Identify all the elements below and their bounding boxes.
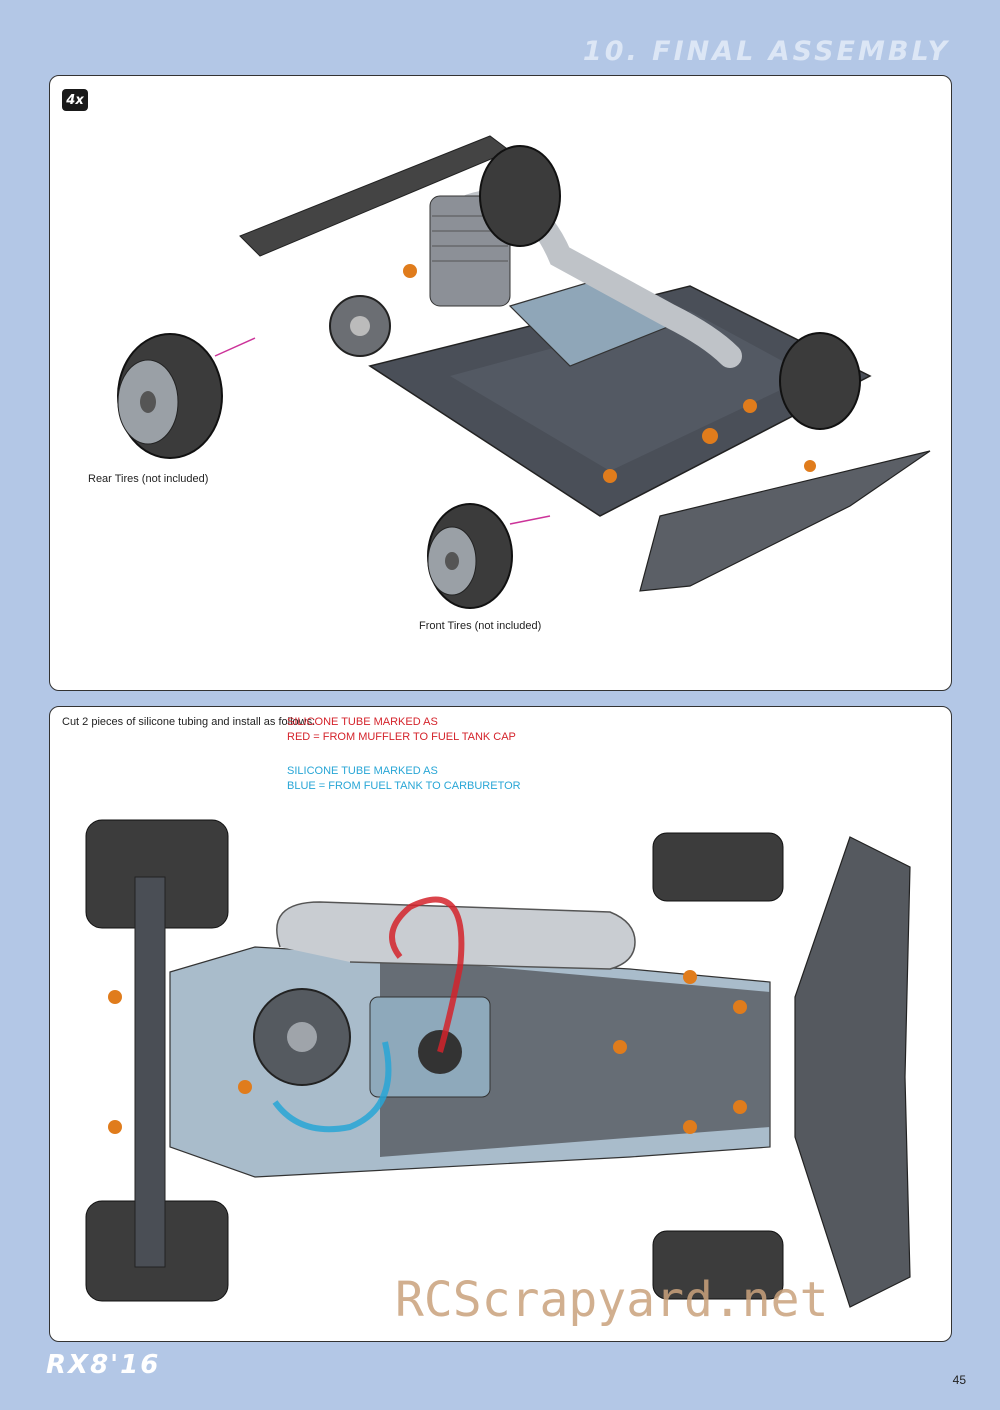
rear-wing <box>134 876 166 1268</box>
red-tube-line-2: RED = FROM MUFFLER TO FUEL TANK CAP <box>287 731 516 743</box>
front-tires-label: Front Tires (not included) <box>419 620 542 632</box>
front-left-tire <box>427 503 513 609</box>
quantity-badge: 4x <box>62 89 88 111</box>
assembly-panel: 4x <box>49 75 952 691</box>
front-right-tire <box>779 332 861 430</box>
blue-tube-line-2: BLUE = FROM FUEL TANK TO CARBURETOR <box>287 780 521 792</box>
blue-silicone-tube <box>272 1041 392 1133</box>
rear-right-tire <box>479 145 561 247</box>
rx8-16-logo: RX8'16 <box>46 1350 161 1380</box>
blue-tube-line-1: SILICONE TUBE MARKED AS <box>287 765 438 777</box>
red-silicone-tube <box>389 896 465 1053</box>
rear-tires-label: Rear Tires (not included) <box>88 473 209 485</box>
blue-tube-note: SILICONE TUBE MARKED AS BLUE = FROM FUEL… <box>287 764 521 794</box>
section-title: 10. FINAL ASSEMBLY <box>582 36 950 67</box>
front-wing <box>794 836 911 1308</box>
tubing-instruction: Cut 2 pieces of silicone tubing and inst… <box>62 716 316 728</box>
red-tube-note: SILICONE TUBE MARKED AS RED = FROM MUFFL… <box>287 715 516 745</box>
front-top-tire <box>652 832 784 902</box>
top-view-car-illustration <box>85 819 911 1308</box>
front-bottom-tire <box>652 1230 784 1300</box>
watermark: RCScrapyard.net <box>395 1272 829 1328</box>
page-number: 45 <box>952 1373 966 1387</box>
tubing-panel: Cut 2 pieces of silicone tubing and inst… <box>49 706 952 1342</box>
red-tube-line-1: SILICONE TUBE MARKED AS <box>287 716 438 728</box>
muffler <box>276 901 636 970</box>
front-wing <box>639 450 931 592</box>
rear-left-tire <box>117 333 223 459</box>
isometric-car-illustration <box>117 135 931 609</box>
